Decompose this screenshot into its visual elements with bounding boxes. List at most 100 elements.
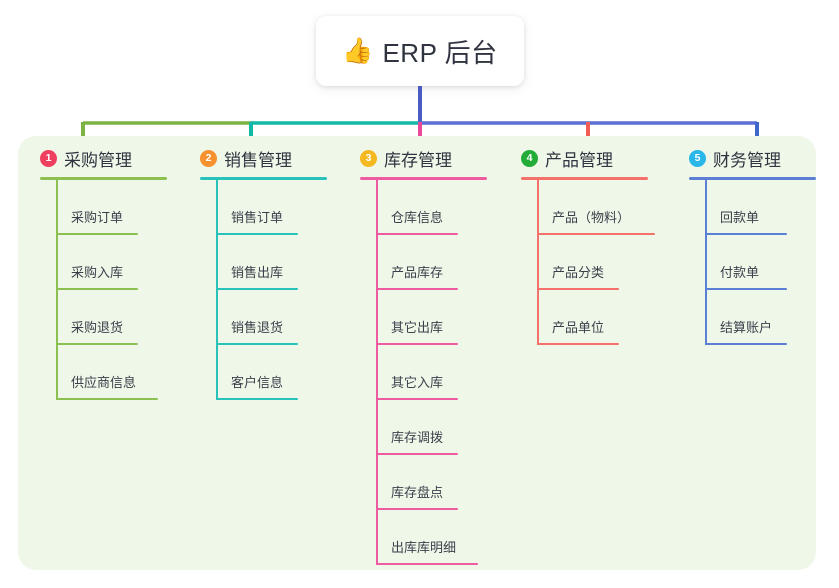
module-spine-3	[376, 180, 378, 565]
module-column-2: 2 销售管理销售订单销售出库销售退货客户信息	[194, 136, 354, 400]
module-badge-4: 4	[521, 149, 538, 167]
module-item-list: 回款单付款单结算账户	[683, 180, 839, 345]
module-item-underline	[376, 288, 458, 290]
module-item[interactable]: 采购退货	[34, 290, 194, 345]
module-item[interactable]: 付款单	[683, 235, 839, 290]
module-item-underline	[705, 233, 787, 235]
module-header-3[interactable]: 3 库存管理	[354, 136, 514, 180]
module-item-label: 仓库信息	[391, 210, 444, 225]
module-item-label: 产品单位	[552, 320, 605, 335]
module-badge-5: 5	[689, 149, 706, 167]
module-header-underline	[360, 177, 487, 180]
module-item-underline	[216, 233, 298, 235]
module-item-underline	[56, 398, 158, 400]
module-item[interactable]: 结算账户	[683, 290, 839, 345]
module-item-underline	[537, 343, 619, 345]
module-badge-1: 1	[40, 149, 57, 167]
module-item[interactable]: 回款单	[683, 180, 839, 235]
module-item-underline	[376, 563, 478, 565]
module-spine-2	[216, 180, 218, 400]
module-item-underline	[537, 233, 655, 235]
module-item[interactable]: 采购入库	[34, 235, 194, 290]
module-item-underline	[705, 288, 787, 290]
root-title: ERP 后台	[382, 37, 498, 68]
module-header-underline	[521, 177, 648, 180]
module-item[interactable]: 其它出库	[354, 290, 514, 345]
module-column-4: 4 产品管理产品（物料） 产品分类产品单位	[515, 136, 675, 345]
module-header-5[interactable]: 5 财务管理	[683, 136, 839, 180]
root-node[interactable]: 👍 ERP 后台	[316, 16, 524, 86]
module-item-label: 采购订单	[71, 210, 124, 225]
thumbs-up-icon: 👍	[342, 36, 374, 65]
module-spine-1	[56, 180, 58, 400]
module-item-label: 产品（物料）	[552, 210, 631, 225]
module-item-label: 采购入库	[71, 265, 124, 280]
module-spine-5	[705, 180, 707, 345]
module-item-underline	[537, 288, 619, 290]
module-item[interactable]: 产品库存	[354, 235, 514, 290]
module-item[interactable]: 出库库明细	[354, 510, 514, 565]
module-item-label: 库存盘点	[391, 485, 444, 500]
module-item-label: 出库库明细	[391, 540, 457, 555]
module-item[interactable]: 仓库信息	[354, 180, 514, 235]
module-item-label: 结算账户	[720, 320, 773, 335]
module-item-underline	[376, 453, 458, 455]
module-item-label: 回款单	[720, 210, 760, 225]
module-item[interactable]: 供应商信息	[34, 345, 194, 400]
module-item-label: 其它出库	[391, 320, 444, 335]
module-title-5: 财务管理	[713, 150, 781, 170]
module-item[interactable]: 产品（物料）	[515, 180, 675, 235]
module-header-4[interactable]: 4 产品管理	[515, 136, 675, 180]
module-item-label: 其它入库	[391, 375, 444, 390]
module-header-underline	[200, 177, 327, 180]
module-badge-3: 3	[360, 149, 377, 167]
module-item-underline	[56, 288, 138, 290]
module-item-underline	[216, 288, 298, 290]
module-item-underline	[376, 343, 458, 345]
module-item-underline	[376, 398, 458, 400]
module-item-label: 销售退货	[231, 320, 284, 335]
module-item-label: 产品分类	[552, 265, 605, 280]
module-item-label: 销售出库	[231, 265, 284, 280]
module-item-label: 采购退货	[71, 320, 124, 335]
modules-panel	[18, 136, 816, 570]
module-item[interactable]: 库存调拨	[354, 400, 514, 455]
module-item-list: 销售订单销售出库销售退货客户信息	[194, 180, 354, 400]
module-header-underline	[689, 177, 816, 180]
module-header-underline	[40, 177, 167, 180]
module-item[interactable]: 客户信息	[194, 345, 354, 400]
module-item[interactable]: 销售退货	[194, 290, 354, 345]
module-item-underline	[705, 343, 787, 345]
module-item-list: 采购订单采购入库采购退货供应商信息	[34, 180, 194, 400]
module-column-5: 5 财务管理回款单付款单结算账户	[683, 136, 839, 345]
module-item-list: 产品（物料） 产品分类产品单位	[515, 180, 675, 345]
module-item[interactable]: 库存盘点	[354, 455, 514, 510]
module-item[interactable]: 产品单位	[515, 290, 675, 345]
module-item-underline	[376, 233, 458, 235]
module-item-label: 客户信息	[231, 375, 284, 390]
module-item-label: 付款单	[720, 265, 760, 280]
module-item-label: 供应商信息	[71, 375, 137, 390]
module-item[interactable]: 采购订单	[34, 180, 194, 235]
module-header-2[interactable]: 2 销售管理	[194, 136, 354, 180]
module-title-3: 库存管理	[384, 150, 452, 170]
module-item-label: 产品库存	[391, 265, 444, 280]
module-item-underline	[216, 398, 298, 400]
module-item-label: 销售订单	[231, 210, 284, 225]
module-item[interactable]: 销售出库	[194, 235, 354, 290]
module-spine-4	[537, 180, 539, 345]
module-item-underline	[216, 343, 298, 345]
module-title-2: 销售管理	[224, 150, 292, 170]
module-item-label: 库存调拨	[391, 430, 444, 445]
module-item[interactable]: 其它入库	[354, 345, 514, 400]
module-title-4: 产品管理	[545, 150, 613, 170]
module-item[interactable]: 产品分类	[515, 235, 675, 290]
module-item[interactable]: 销售订单	[194, 180, 354, 235]
root-node-content: 👍 ERP 后台	[342, 33, 497, 70]
module-item-underline	[56, 233, 138, 235]
module-badge-2: 2	[200, 149, 217, 167]
